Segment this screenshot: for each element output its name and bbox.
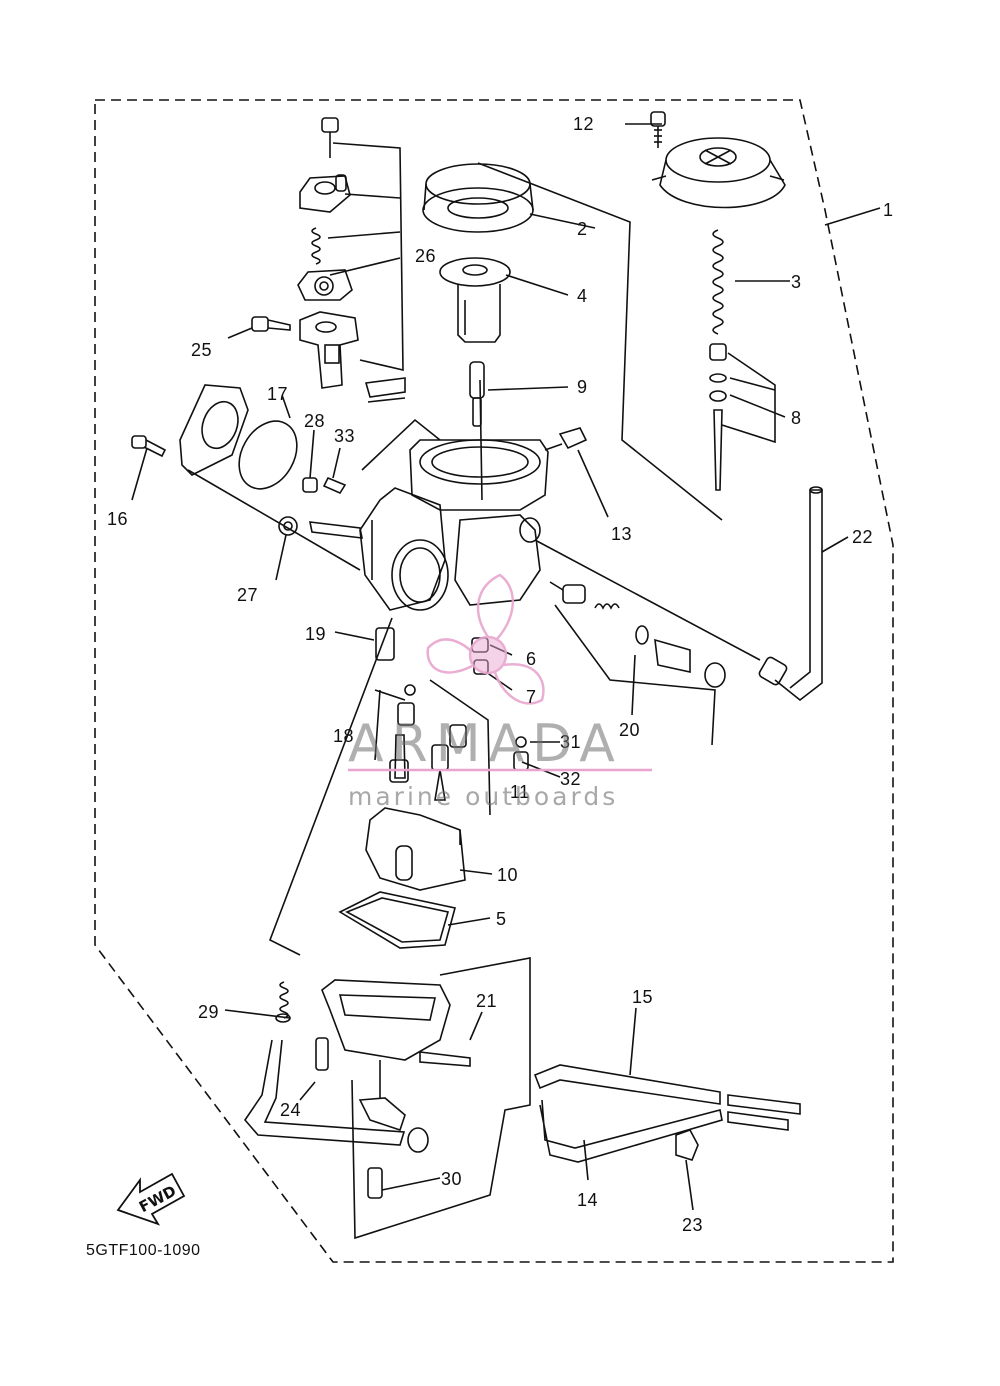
spring-29 (279, 981, 289, 1019)
callout-32: 32 (560, 769, 582, 789)
callout-4: 4 (577, 286, 588, 306)
assembly-boundary (94, 99, 894, 1263)
callout-30: 30 (441, 1169, 463, 1189)
jet-needle-9 (469, 361, 485, 427)
screw-25 (251, 316, 291, 332)
callout-20: 20 (619, 720, 641, 740)
pin-28 (302, 477, 318, 493)
watermark-propeller (426, 573, 545, 705)
callout-8: 8 (791, 408, 802, 428)
vent-tube-22 (774, 489, 823, 702)
screw-24 (315, 1037, 329, 1071)
screw-30 (367, 1167, 383, 1199)
float-bowl (321, 979, 451, 1132)
drain-screw-21 (419, 1051, 471, 1067)
callout-27: 27 (237, 585, 259, 605)
callout-28: 28 (304, 411, 326, 431)
needle-set-8 (709, 343, 727, 491)
gasket-small (364, 377, 406, 403)
carburetor-body (308, 439, 549, 611)
callout-7: 7 (526, 687, 537, 707)
main-jet-group-18 (389, 684, 467, 801)
accelerator-pump-group (297, 117, 359, 389)
screw-33 (322, 476, 347, 495)
callout-23: 23 (682, 1215, 704, 1235)
callout-16: 16 (107, 509, 129, 529)
float-gasket-5 (338, 891, 456, 949)
screw-12 (650, 111, 666, 148)
callout-13: 13 (611, 524, 633, 544)
callout-5: 5 (496, 909, 507, 929)
callout-1: 1 (883, 200, 894, 220)
top-cover-part (651, 137, 786, 209)
forward-arrow (116, 1172, 186, 1226)
callout-22: 22 (852, 527, 874, 547)
callout-11: 11 (510, 782, 530, 802)
pilot-screw-group (549, 581, 726, 688)
drain-hose (243, 1039, 406, 1146)
callout-10: 10 (497, 865, 519, 885)
callout-26: 26 (415, 246, 437, 266)
callout-31: 31 (560, 732, 582, 752)
callout-14: 14 (577, 1190, 599, 1210)
callout-24: 24 (280, 1100, 302, 1120)
callout-17: 17 (267, 384, 289, 404)
hose-14 (539, 1099, 723, 1163)
callout-6: 6 (526, 649, 537, 669)
clamp-23 (675, 1129, 699, 1161)
callout-21: 21 (476, 991, 498, 1011)
callout-29: 29 (198, 1002, 220, 1022)
piston-valve-4 (439, 257, 511, 343)
watermark-subtitle: marine outboards (348, 782, 619, 811)
callout-2: 2 (577, 219, 588, 239)
callout-25: 25 (191, 340, 213, 360)
drawing-code: 5GTF100-1090 (86, 1242, 201, 1259)
callout-33: 33 (334, 426, 356, 446)
hose-15 (533, 1064, 721, 1105)
watermark-brand: ARMADA (348, 714, 623, 774)
intake-joint (131, 384, 298, 490)
callout-15: 15 (632, 987, 654, 1007)
float-10 (365, 807, 466, 891)
spring-3 (712, 229, 724, 335)
callout-3: 3 (791, 272, 802, 292)
washer-31 (515, 736, 527, 748)
jet-holder-19 (375, 627, 395, 661)
callout-18: 18 (333, 726, 355, 746)
callout-9: 9 (577, 377, 588, 397)
fitting-13 (544, 427, 588, 451)
callout-19: 19 (305, 624, 327, 644)
callout-12: 12 (573, 114, 595, 134)
diaphragm-2 (422, 163, 534, 233)
